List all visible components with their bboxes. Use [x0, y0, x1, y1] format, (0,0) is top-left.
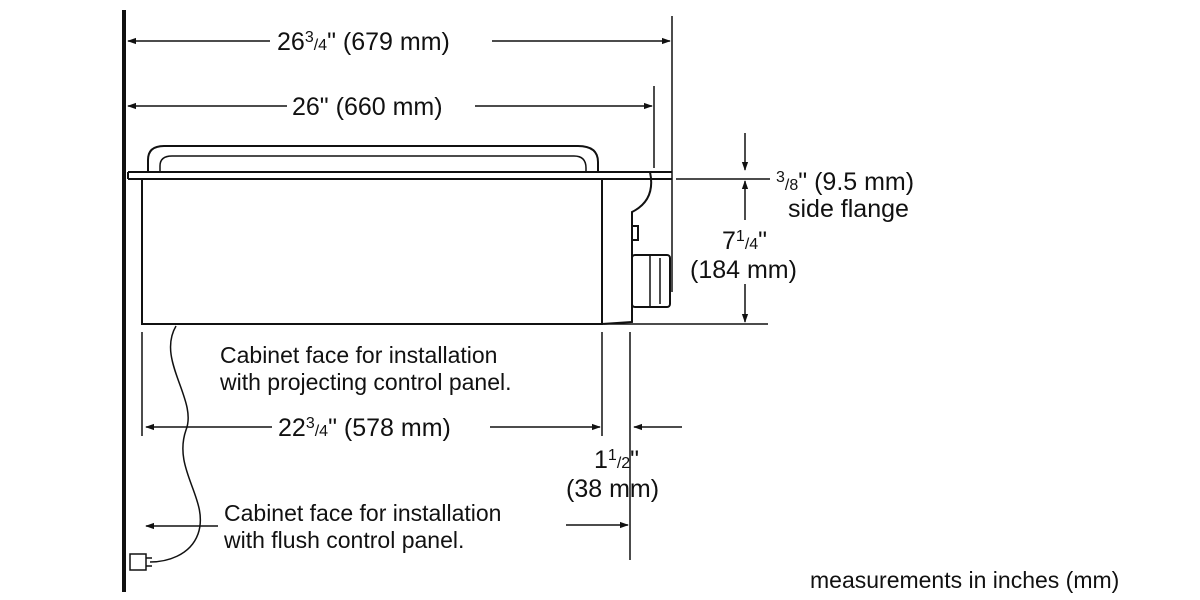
overall-width-mm: " (679 mm)	[327, 28, 450, 56]
flush-note-line-1: Cabinet face for installation	[224, 500, 501, 526]
panel-projection-dimension: 11/2" (38 mm)	[566, 423, 682, 529]
projection-mm: (38 mm)	[566, 475, 659, 503]
inner-width-dimension: 223/4" (578 mm)	[145, 414, 601, 442]
control-panel	[601, 171, 653, 325]
svg-text:263/4" (679 mm): 263/4" (679 mm)	[277, 28, 450, 56]
overall-width-dimension: 263/4" (679 mm)	[127, 16, 673, 292]
height-dimension: 71/4" (184 mm)	[604, 180, 797, 325]
flush-note-line-2: with flush control panel.	[223, 527, 464, 553]
drawer-body	[141, 178, 603, 325]
projecting-note-line-1: Cabinet face for installation	[220, 342, 497, 368]
inner-width-whole: 22	[278, 414, 306, 442]
height-mm: (184 mm)	[690, 256, 797, 284]
svg-text:71/4": 71/4"	[722, 227, 767, 255]
flange-numerator: 3	[776, 169, 785, 186]
units-note: measurements in inches (mm)	[810, 567, 1119, 593]
projection-whole: 1	[594, 446, 608, 474]
height-whole: 7	[722, 227, 736, 255]
body-width-dimension: 26" (660 mm)	[127, 86, 655, 168]
side-flange-dimension: 3/8" (9.5 mm) side flange	[676, 133, 914, 223]
svg-text:11/2": 11/2"	[594, 446, 639, 474]
svg-text:223/4" (578 mm): 223/4" (578 mm)	[278, 414, 451, 442]
top-handle	[147, 145, 599, 172]
appliance-outline	[127, 145, 672, 325]
overall-width-whole: 26	[277, 28, 305, 56]
power-cord	[149, 325, 202, 563]
flange-caption: side flange	[788, 195, 909, 223]
control-knob	[631, 254, 671, 308]
projecting-note-line-2: with projecting control panel.	[219, 369, 512, 395]
body-width-label: 26" (660 mm)	[292, 93, 443, 121]
flange-mm: " (9.5 mm)	[798, 168, 914, 196]
cord-plug	[129, 553, 147, 571]
svg-text:3/8" (9.5 mm): 3/8" (9.5 mm)	[776, 168, 914, 196]
